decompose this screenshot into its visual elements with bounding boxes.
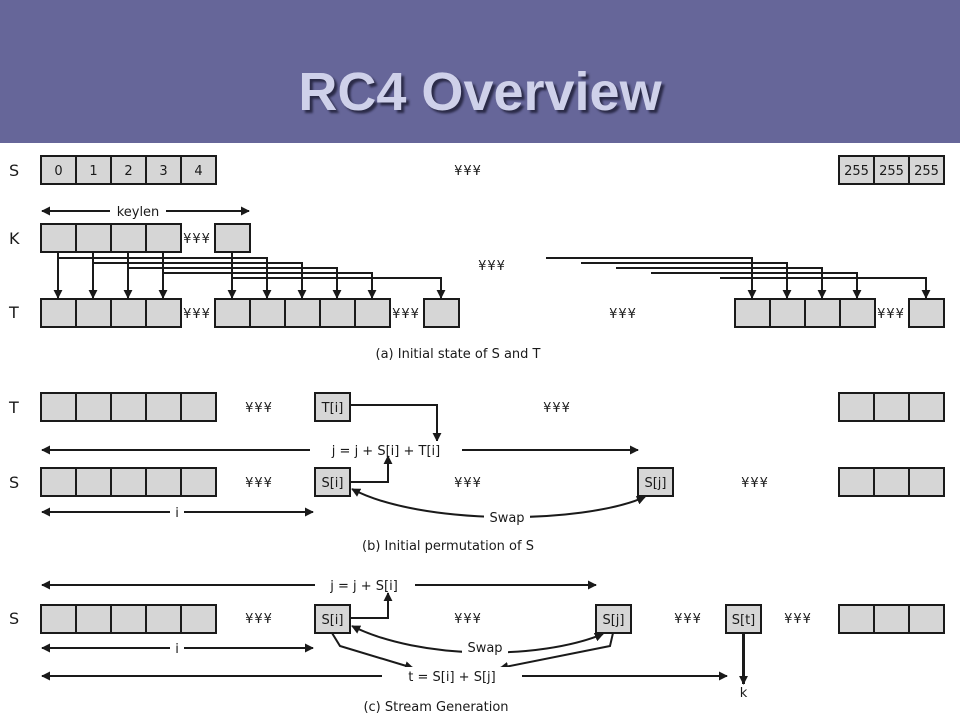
s-j-label-b: S[j] xyxy=(644,476,666,491)
ellipsis: ¥¥¥ xyxy=(454,164,482,179)
s-i-to-t-arrow xyxy=(331,632,414,670)
swap-label-c: Swap xyxy=(467,641,502,656)
ellipsis: ¥¥¥ xyxy=(454,612,482,627)
keylen-label: keylen xyxy=(117,205,160,220)
s-cell-label: 1 xyxy=(89,164,97,179)
s-cell-label: 255 xyxy=(914,164,939,179)
ellipsis: ¥¥¥ xyxy=(245,612,273,627)
caption-a: (a) Initial state of S and T xyxy=(376,347,541,362)
t-i-cell xyxy=(314,392,351,422)
t-i-label: T[i] xyxy=(321,401,344,416)
s-j-to-t-arrow xyxy=(499,632,614,671)
ellipsis: ¥¥¥ xyxy=(877,307,905,322)
s-cell-label: 255 xyxy=(844,164,869,179)
s-cell-label: 0 xyxy=(54,164,62,179)
row-label-k: K xyxy=(9,229,20,248)
row-label-t-a: T xyxy=(8,303,19,322)
j-update-label-c: j = j + S[i] xyxy=(329,579,398,594)
ellipsis: ¥¥¥ xyxy=(609,307,637,322)
s-i-arrow-c xyxy=(350,592,393,619)
s-i-label-c: S[i] xyxy=(321,613,343,628)
i-label-b: i xyxy=(175,506,179,521)
s-array-end xyxy=(838,155,945,185)
s-cell-label: 4 xyxy=(194,164,202,179)
ellipsis: ¥¥¥ xyxy=(183,307,211,322)
k-array xyxy=(40,223,251,253)
t-i-arrow xyxy=(350,404,442,442)
caption-b: (b) Initial permutation of S xyxy=(362,539,534,554)
s-array-c xyxy=(40,604,945,634)
ellipsis: ¥¥¥ xyxy=(478,259,506,274)
ellipsis: ¥¥¥ xyxy=(245,476,273,491)
t-calc-label: t = S[i] + S[j] xyxy=(408,670,495,685)
s-array-b xyxy=(40,467,945,497)
slide-header xyxy=(0,0,960,143)
ellipsis: ¥¥¥ xyxy=(543,401,571,416)
row-label-s-b: S xyxy=(9,473,19,492)
ellipsis: ¥¥¥ xyxy=(392,307,420,322)
ellipsis: ¥¥¥ xyxy=(245,401,273,416)
row-label-t-b: T xyxy=(8,398,19,417)
row-label-s-a: S xyxy=(9,161,19,180)
row-label-s-c: S xyxy=(9,609,19,628)
ellipsis: ¥¥¥ xyxy=(674,612,702,627)
s-cell-label: 255 xyxy=(879,164,904,179)
t-array-b xyxy=(40,392,945,422)
s-i-cell-c xyxy=(314,604,351,634)
j-update-label-b: j = j + S[i] + T[i] xyxy=(331,444,440,459)
k-to-t-arrows xyxy=(53,252,931,299)
s-array-start xyxy=(40,155,217,185)
swap-label-b: Swap xyxy=(489,511,524,526)
ellipsis: ¥¥¥ xyxy=(741,476,769,491)
ellipsis: ¥¥¥ xyxy=(183,232,211,247)
t-array xyxy=(40,298,945,328)
s-i-arrow-b xyxy=(350,455,393,483)
s-cell-label: 2 xyxy=(124,164,132,179)
ellipsis: ¥¥¥ xyxy=(454,476,482,491)
s-cell-label: 3 xyxy=(159,164,167,179)
ellipsis: ¥¥¥ xyxy=(784,612,812,627)
s-j-label-c: S[j] xyxy=(602,613,624,628)
s-j-cell-b xyxy=(637,467,674,497)
s-t-label: S[t] xyxy=(732,613,756,628)
i-label-c: i xyxy=(175,642,179,657)
caption-c: (c) Stream Generation xyxy=(363,700,508,715)
k-output-label: k xyxy=(740,686,748,701)
slide-title: RC4 Overview xyxy=(298,62,662,122)
s-i-label-b: S[i] xyxy=(321,476,343,491)
